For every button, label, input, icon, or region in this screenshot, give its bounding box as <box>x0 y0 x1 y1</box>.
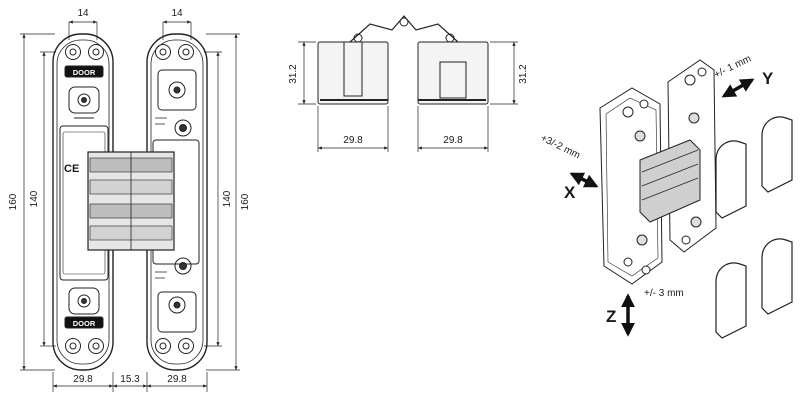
cover-caps <box>715 116 793 339</box>
dim-top-view-right-width: 29.8 <box>443 135 463 146</box>
dim-bottom-right: 29.8 <box>167 374 187 385</box>
dim-top-right: 14 <box>171 8 183 19</box>
dim-outer-right: 160 <box>240 193 251 210</box>
axis-y-label: Y <box>762 69 774 88</box>
dim-top-view-left-height: 31.2 <box>288 64 299 84</box>
z-range-label: +/- 3 mm <box>644 288 684 299</box>
top-view <box>317 15 489 105</box>
dim-inner-left: 140 <box>29 190 40 207</box>
dim-bottom-mid: 15.3 <box>120 374 140 385</box>
dim-outer-left: 160 <box>8 193 19 210</box>
dim-top-view-left-width: 29.8 <box>343 135 363 146</box>
hinge-knuckle <box>87 151 175 251</box>
hinge-3d-view <box>599 59 717 285</box>
dim-top-view-right-height: 31.2 <box>518 64 529 84</box>
door-label-top: DOOR <box>73 68 96 77</box>
adjustment-arrows <box>569 78 755 337</box>
ce-mark: CE <box>64 163 79 175</box>
dim-top-left: 14 <box>77 8 89 19</box>
x-range-label: +3/-2 mm <box>539 133 582 162</box>
dim-inner-right: 140 <box>222 190 233 207</box>
front-view <box>52 33 208 371</box>
y-range-label: +/- 1 mm <box>712 53 753 80</box>
axis-x-label: X <box>564 183 576 202</box>
door-label-bottom: DOOR <box>73 319 96 328</box>
front-dimension-lines <box>20 20 240 392</box>
axis-z-label: Z <box>606 307 616 326</box>
top-view-dimension-lines <box>298 41 518 152</box>
dim-bottom-left: 29.8 <box>73 374 93 385</box>
